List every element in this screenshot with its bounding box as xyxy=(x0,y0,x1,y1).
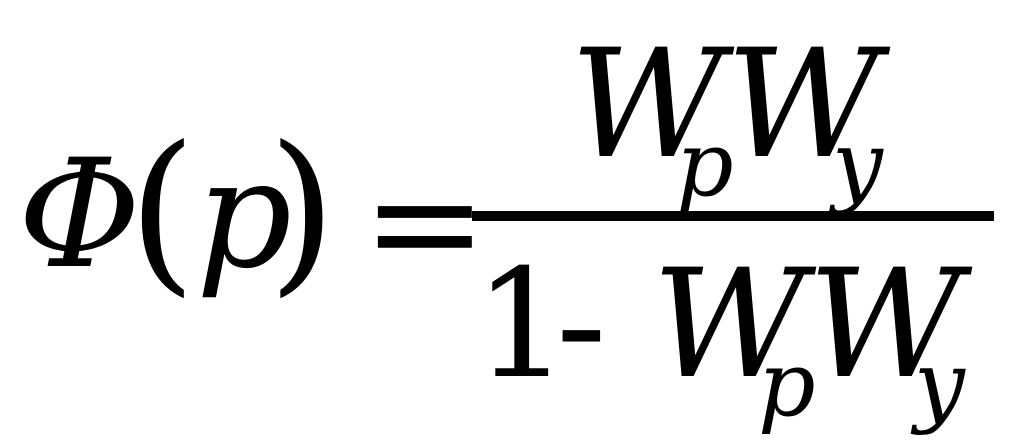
argument-p: p xyxy=(196,128,293,302)
denominator-subscript-p: p xyxy=(758,332,816,437)
numerator-subscript-p: p xyxy=(676,112,734,217)
denominator-constant-one: 1 xyxy=(474,238,570,412)
denominator-minus-sign: - xyxy=(556,238,607,412)
numerator-w-factor-1: W xyxy=(570,18,725,192)
denominator-subscript-y: y xyxy=(914,332,965,437)
numerator-subscript-y: y xyxy=(832,112,883,217)
fraction-bar xyxy=(472,211,994,221)
numerator-w-factor-2: W xyxy=(726,18,881,192)
denominator-w-factor-1: W xyxy=(652,238,807,412)
phi-symbol: Φ xyxy=(18,128,141,302)
open-parenthesis: ( xyxy=(128,110,197,313)
close-parenthesis: ) xyxy=(268,110,337,313)
equals-sign: = xyxy=(362,136,488,310)
denominator-w-factor-2: W xyxy=(808,238,963,412)
